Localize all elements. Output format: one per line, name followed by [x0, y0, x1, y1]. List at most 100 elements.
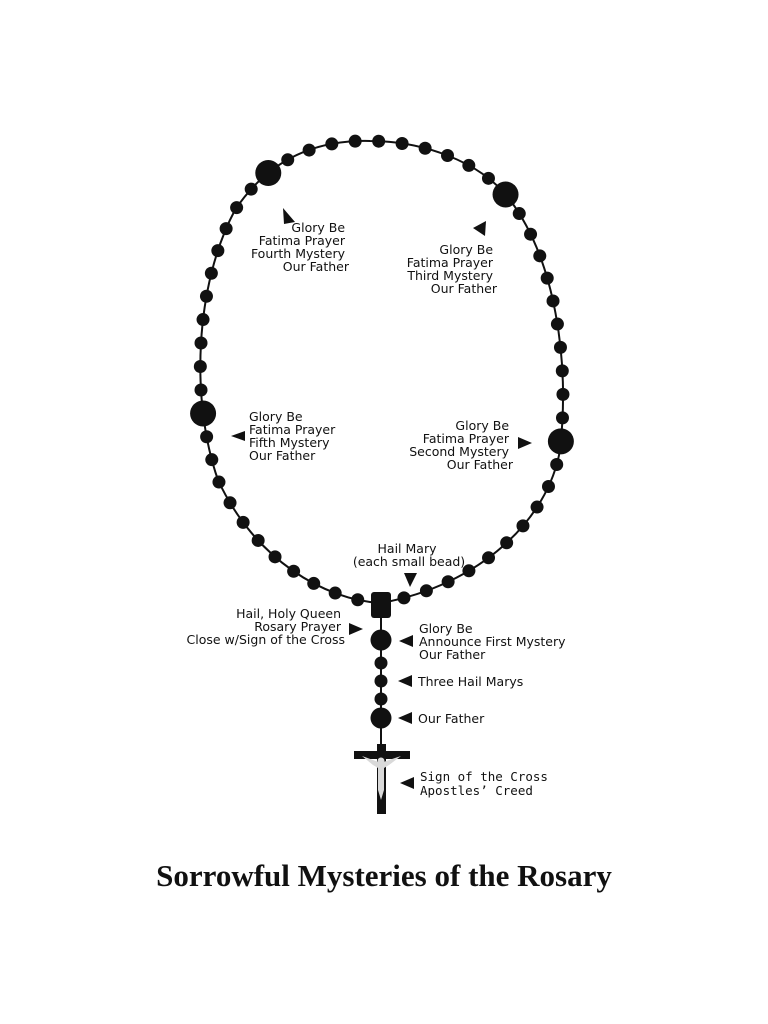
small-bead-icon — [302, 143, 316, 157]
large-bead-icon — [255, 160, 282, 187]
small-bead-icon — [287, 564, 301, 578]
label-line: Sign of the Cross — [420, 769, 548, 784]
label-line: Fatima Prayer — [259, 233, 346, 248]
label-line: Our Father — [447, 457, 514, 472]
small-bead-icon — [281, 153, 295, 167]
small-bead-icon — [268, 550, 282, 564]
small-bead-icon — [550, 457, 564, 471]
small-bead-icon — [550, 317, 564, 331]
crucifix-icon — [354, 744, 410, 814]
label-line: Glory Be — [249, 409, 303, 424]
small-bead-icon — [441, 149, 455, 163]
small-bead-icon — [325, 137, 339, 151]
small-bead-icon — [512, 207, 526, 221]
arrow-pointer-icon — [231, 431, 245, 441]
label-fourth-mystery: Glory Be Fatima Prayer Fourth Mystery Ou… — [251, 220, 350, 274]
arrow-pointer-icon — [398, 712, 412, 724]
arrow-pointer-icon — [283, 208, 295, 224]
small-bead-icon — [236, 515, 250, 529]
label-line: Glory Be — [419, 621, 473, 636]
small-bead-icon — [481, 171, 495, 185]
label-line: Apostles’ Creed — [420, 783, 533, 798]
small-bead-icon — [244, 182, 258, 196]
label-line: Announce First Mystery — [419, 634, 566, 649]
small-bead-icon — [556, 387, 570, 401]
small-bead-icon — [397, 591, 411, 605]
label-line: Fatima Prayer — [423, 431, 510, 446]
small-bead-icon — [199, 289, 213, 303]
label-line: Glory Be — [291, 220, 345, 235]
small-bead-icon — [553, 340, 567, 354]
arrow-pointer-icon — [404, 573, 417, 587]
small-bead-icon — [374, 656, 388, 670]
label-line: Rosary Prayer — [254, 619, 342, 634]
page-title: Sorrowful Mysteries of the Rosary — [156, 858, 612, 893]
label-first-mystery: Glory Be Announce First Mystery Our Fath… — [419, 621, 570, 662]
small-bead-icon — [196, 313, 210, 327]
centerpiece-medal-icon — [371, 592, 391, 618]
small-bead-icon — [516, 519, 530, 533]
small-bead-icon — [524, 227, 538, 241]
large-bead-icon — [370, 629, 392, 651]
small-bead-icon — [204, 266, 218, 280]
small-bead-icon — [540, 271, 554, 285]
large-bead-icon — [370, 707, 392, 729]
label-centerpiece: Hail, Holy Queen Rosary Prayer Close w/S… — [187, 606, 345, 647]
small-bead-icon — [374, 674, 388, 688]
label-line: Our Father — [431, 281, 498, 296]
label-line: Hail, Holy Queen — [236, 606, 341, 621]
large-bead-icon — [492, 181, 519, 208]
small-bead-icon — [541, 480, 555, 494]
small-bead-icon — [395, 136, 409, 150]
arrow-pointer-icon — [349, 623, 363, 635]
label-line: (each small bead) — [353, 554, 465, 569]
small-bead-icon — [555, 364, 569, 378]
small-bead-icon — [533, 249, 547, 263]
small-bead-icon — [194, 383, 208, 397]
small-bead-icon — [205, 453, 219, 467]
label-line: Third Mystery — [406, 268, 493, 283]
small-bead-icon — [211, 244, 225, 258]
rosary-loop-string — [199, 139, 564, 605]
label-second-mystery: Glory Be Fatima Prayer Second Mystery Ou… — [409, 418, 514, 472]
label-line: Our Father — [419, 647, 486, 662]
label-line: Three Hail Marys — [417, 674, 523, 689]
large-bead-icon — [190, 400, 217, 427]
label-line: Second Mystery — [409, 444, 509, 459]
label-line: Close w/Sign of the Cross — [187, 632, 345, 647]
label-hail-mary: Hail Mary (each small bead) — [353, 541, 465, 569]
large-bead-icon — [547, 428, 574, 455]
arrow-pointer-icon — [399, 635, 413, 647]
small-bead-icon — [194, 336, 208, 350]
small-bead-icon — [230, 201, 244, 215]
label-line: Fourth Mystery — [251, 246, 346, 261]
small-bead-icon — [348, 134, 362, 148]
small-bead-icon — [307, 576, 321, 590]
label-third-mystery: Glory Be Fatima Prayer Third Mystery Our… — [406, 242, 498, 296]
label-fifth-mystery: Glory Be Fatima Prayer Fifth Mystery Our… — [249, 409, 339, 463]
small-bead-icon — [530, 500, 544, 514]
small-bead-icon — [462, 158, 476, 172]
label-three-hail-marys: Three Hail Marys — [417, 674, 523, 689]
small-bead-icon — [219, 222, 233, 236]
label-crucifix: Sign of the Cross Apostles’ Creed — [420, 769, 555, 798]
small-bead-icon — [193, 360, 207, 374]
small-bead-icon — [328, 586, 342, 600]
small-bead-icon — [482, 551, 496, 565]
label-line: Glory Be — [439, 242, 493, 257]
beads-group — [190, 134, 574, 729]
label-our-father: Our Father — [418, 711, 485, 726]
small-bead-icon — [555, 411, 569, 425]
label-line: Hail Mary — [378, 541, 438, 556]
small-bead-icon — [212, 475, 226, 489]
small-bead-icon — [200, 430, 214, 444]
label-line: Fatima Prayer — [249, 422, 336, 437]
label-line: Our Father — [249, 448, 316, 463]
arrow-pointer-icon — [400, 777, 414, 789]
label-line: Our Father — [283, 259, 350, 274]
label-line: Glory Be — [455, 418, 509, 433]
small-bead-icon — [546, 294, 560, 308]
small-bead-icon — [251, 533, 265, 547]
label-line: Our Father — [418, 711, 485, 726]
